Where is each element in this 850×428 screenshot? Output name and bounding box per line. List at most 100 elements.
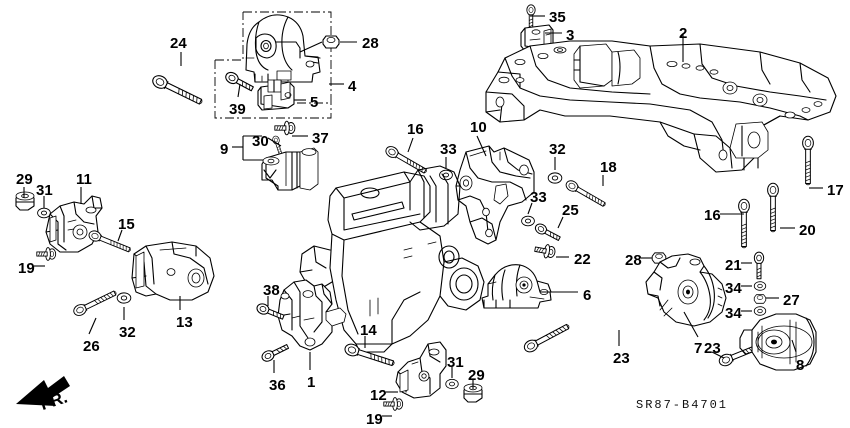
callout-number-10: 10 bbox=[470, 119, 487, 136]
callout-number-21: 21 bbox=[725, 257, 742, 274]
part-10-side-mount-bracket bbox=[455, 145, 535, 245]
leader-line-39 bbox=[237, 83, 241, 98]
callout-number-16: 16 bbox=[407, 121, 424, 138]
part-13-bracket bbox=[131, 241, 215, 301]
callout-number-8: 8 bbox=[796, 357, 805, 374]
callout-number-26: 26 bbox=[83, 338, 100, 355]
leader-line-15 bbox=[117, 229, 123, 242]
callout-number-35: 35 bbox=[549, 9, 566, 26]
callout-number-18: 18 bbox=[600, 159, 617, 176]
part-22-bolt bbox=[533, 242, 557, 260]
leader-line-16 bbox=[407, 137, 414, 153]
part-29-bushing-bottom bbox=[463, 383, 483, 403]
callout-number-16: 16 bbox=[704, 207, 721, 224]
callout-number-28: 28 bbox=[362, 35, 379, 52]
callout-number-31: 31 bbox=[447, 354, 464, 371]
part-4-engine-mount bbox=[245, 14, 321, 83]
part-35-bolt bbox=[526, 4, 536, 29]
callout-number-34: 34 bbox=[725, 280, 742, 297]
part-23-bolt-left bbox=[521, 320, 572, 355]
callout-number-15: 15 bbox=[118, 216, 135, 233]
callout-number-38: 38 bbox=[263, 282, 280, 299]
callout-number-25: 25 bbox=[562, 202, 579, 219]
callout-leader-lines bbox=[23, 15, 823, 417]
front-direction-arrow bbox=[16, 376, 70, 406]
part-5-mount-stopper bbox=[257, 79, 295, 111]
callout-number-1: 1 bbox=[307, 374, 316, 391]
part-25-bolt bbox=[533, 221, 562, 244]
part-2-front-subframe bbox=[485, 40, 837, 173]
callout-number-29: 29 bbox=[468, 367, 485, 384]
part-27-nut bbox=[753, 294, 767, 304]
part-34-washer-lower bbox=[753, 306, 767, 316]
callout-number-27: 27 bbox=[783, 292, 800, 309]
part-33-washer-upper bbox=[439, 169, 453, 181]
callout-number-6: 6 bbox=[583, 287, 592, 304]
callout-number-30: 30 bbox=[252, 133, 269, 150]
part-28-nut-upper bbox=[299, 35, 340, 53]
callout-number-19: 19 bbox=[18, 260, 35, 277]
callout-number-7: 7 bbox=[694, 340, 703, 357]
callout-number-33: 33 bbox=[530, 189, 547, 206]
part-17-bolt bbox=[802, 135, 814, 186]
callout-number-22: 22 bbox=[574, 251, 591, 268]
part-16-bolt-lower bbox=[738, 198, 750, 249]
engine-block-illustration bbox=[299, 165, 485, 353]
part-20-bolt bbox=[767, 182, 779, 233]
leader-line-7 bbox=[683, 311, 699, 338]
callout-number-33: 33 bbox=[440, 141, 457, 158]
callout-number-5: 5 bbox=[310, 94, 319, 111]
part-14-bolt bbox=[342, 341, 397, 370]
callout-number-37: 37 bbox=[312, 130, 329, 147]
part-36-bolt bbox=[259, 341, 291, 364]
callout-number-29: 29 bbox=[16, 171, 33, 188]
part-32-washer-upper bbox=[547, 172, 563, 184]
part-31-washer-bottom bbox=[445, 378, 459, 390]
callout-number-4: 4 bbox=[348, 78, 357, 95]
callout-number-14: 14 bbox=[360, 322, 377, 339]
leader-line-33 bbox=[527, 202, 533, 215]
callout-number-3: 3 bbox=[566, 27, 575, 44]
part-11-engine-mount-bracket bbox=[45, 195, 103, 253]
part-1-engine-bracket bbox=[277, 279, 347, 351]
callout-number-12: 12 bbox=[370, 387, 387, 404]
part-26-bolt bbox=[71, 287, 119, 318]
callout-number-23: 23 bbox=[613, 350, 630, 367]
callout-number-19: 19 bbox=[366, 411, 383, 428]
callout-number-11: 11 bbox=[76, 171, 92, 188]
callout-number-36: 36 bbox=[269, 377, 286, 394]
callout-number-2: 2 bbox=[679, 25, 688, 42]
callout-number-32: 32 bbox=[549, 141, 566, 158]
callout-number-20: 20 bbox=[799, 222, 816, 239]
leader-line-26 bbox=[88, 317, 97, 335]
part-29-bushing-left bbox=[15, 191, 35, 211]
leader-line-8 bbox=[791, 339, 797, 353]
callout-number-23: 23 bbox=[704, 340, 721, 357]
leader-line-25 bbox=[557, 216, 564, 229]
part-32-washer-lower bbox=[116, 292, 132, 304]
callout-number-28: 28 bbox=[625, 252, 642, 269]
callout-number-24: 24 bbox=[170, 35, 187, 52]
part-24-bolt bbox=[150, 72, 205, 109]
leader-line-23 bbox=[711, 351, 725, 359]
callout-number-32: 32 bbox=[119, 324, 136, 341]
callout-number-34: 34 bbox=[725, 305, 742, 322]
part-9-bracket-assembly bbox=[234, 120, 319, 191]
part-31-washer-left bbox=[37, 207, 51, 219]
part-8-mount-bushing bbox=[739, 313, 817, 371]
part-6-rear-engine-mount bbox=[481, 264, 552, 309]
part-19-bolt-left bbox=[36, 247, 57, 261]
diagram-code-label: SR87-B4701 bbox=[636, 398, 729, 412]
part-21-bolt bbox=[753, 251, 765, 280]
assembly-group-box-4 bbox=[214, 11, 332, 119]
part-7-transmission-mount bbox=[645, 253, 727, 327]
part-12-mount-stopper bbox=[395, 341, 447, 399]
leader-line-10 bbox=[476, 135, 487, 157]
callout-number-31: 31 bbox=[36, 182, 53, 199]
part-34-washer-upper bbox=[753, 281, 767, 291]
callout-number-17: 17 bbox=[827, 182, 844, 199]
leader-line-30 bbox=[267, 137, 282, 147]
part-33-washer-lower bbox=[521, 215, 535, 227]
